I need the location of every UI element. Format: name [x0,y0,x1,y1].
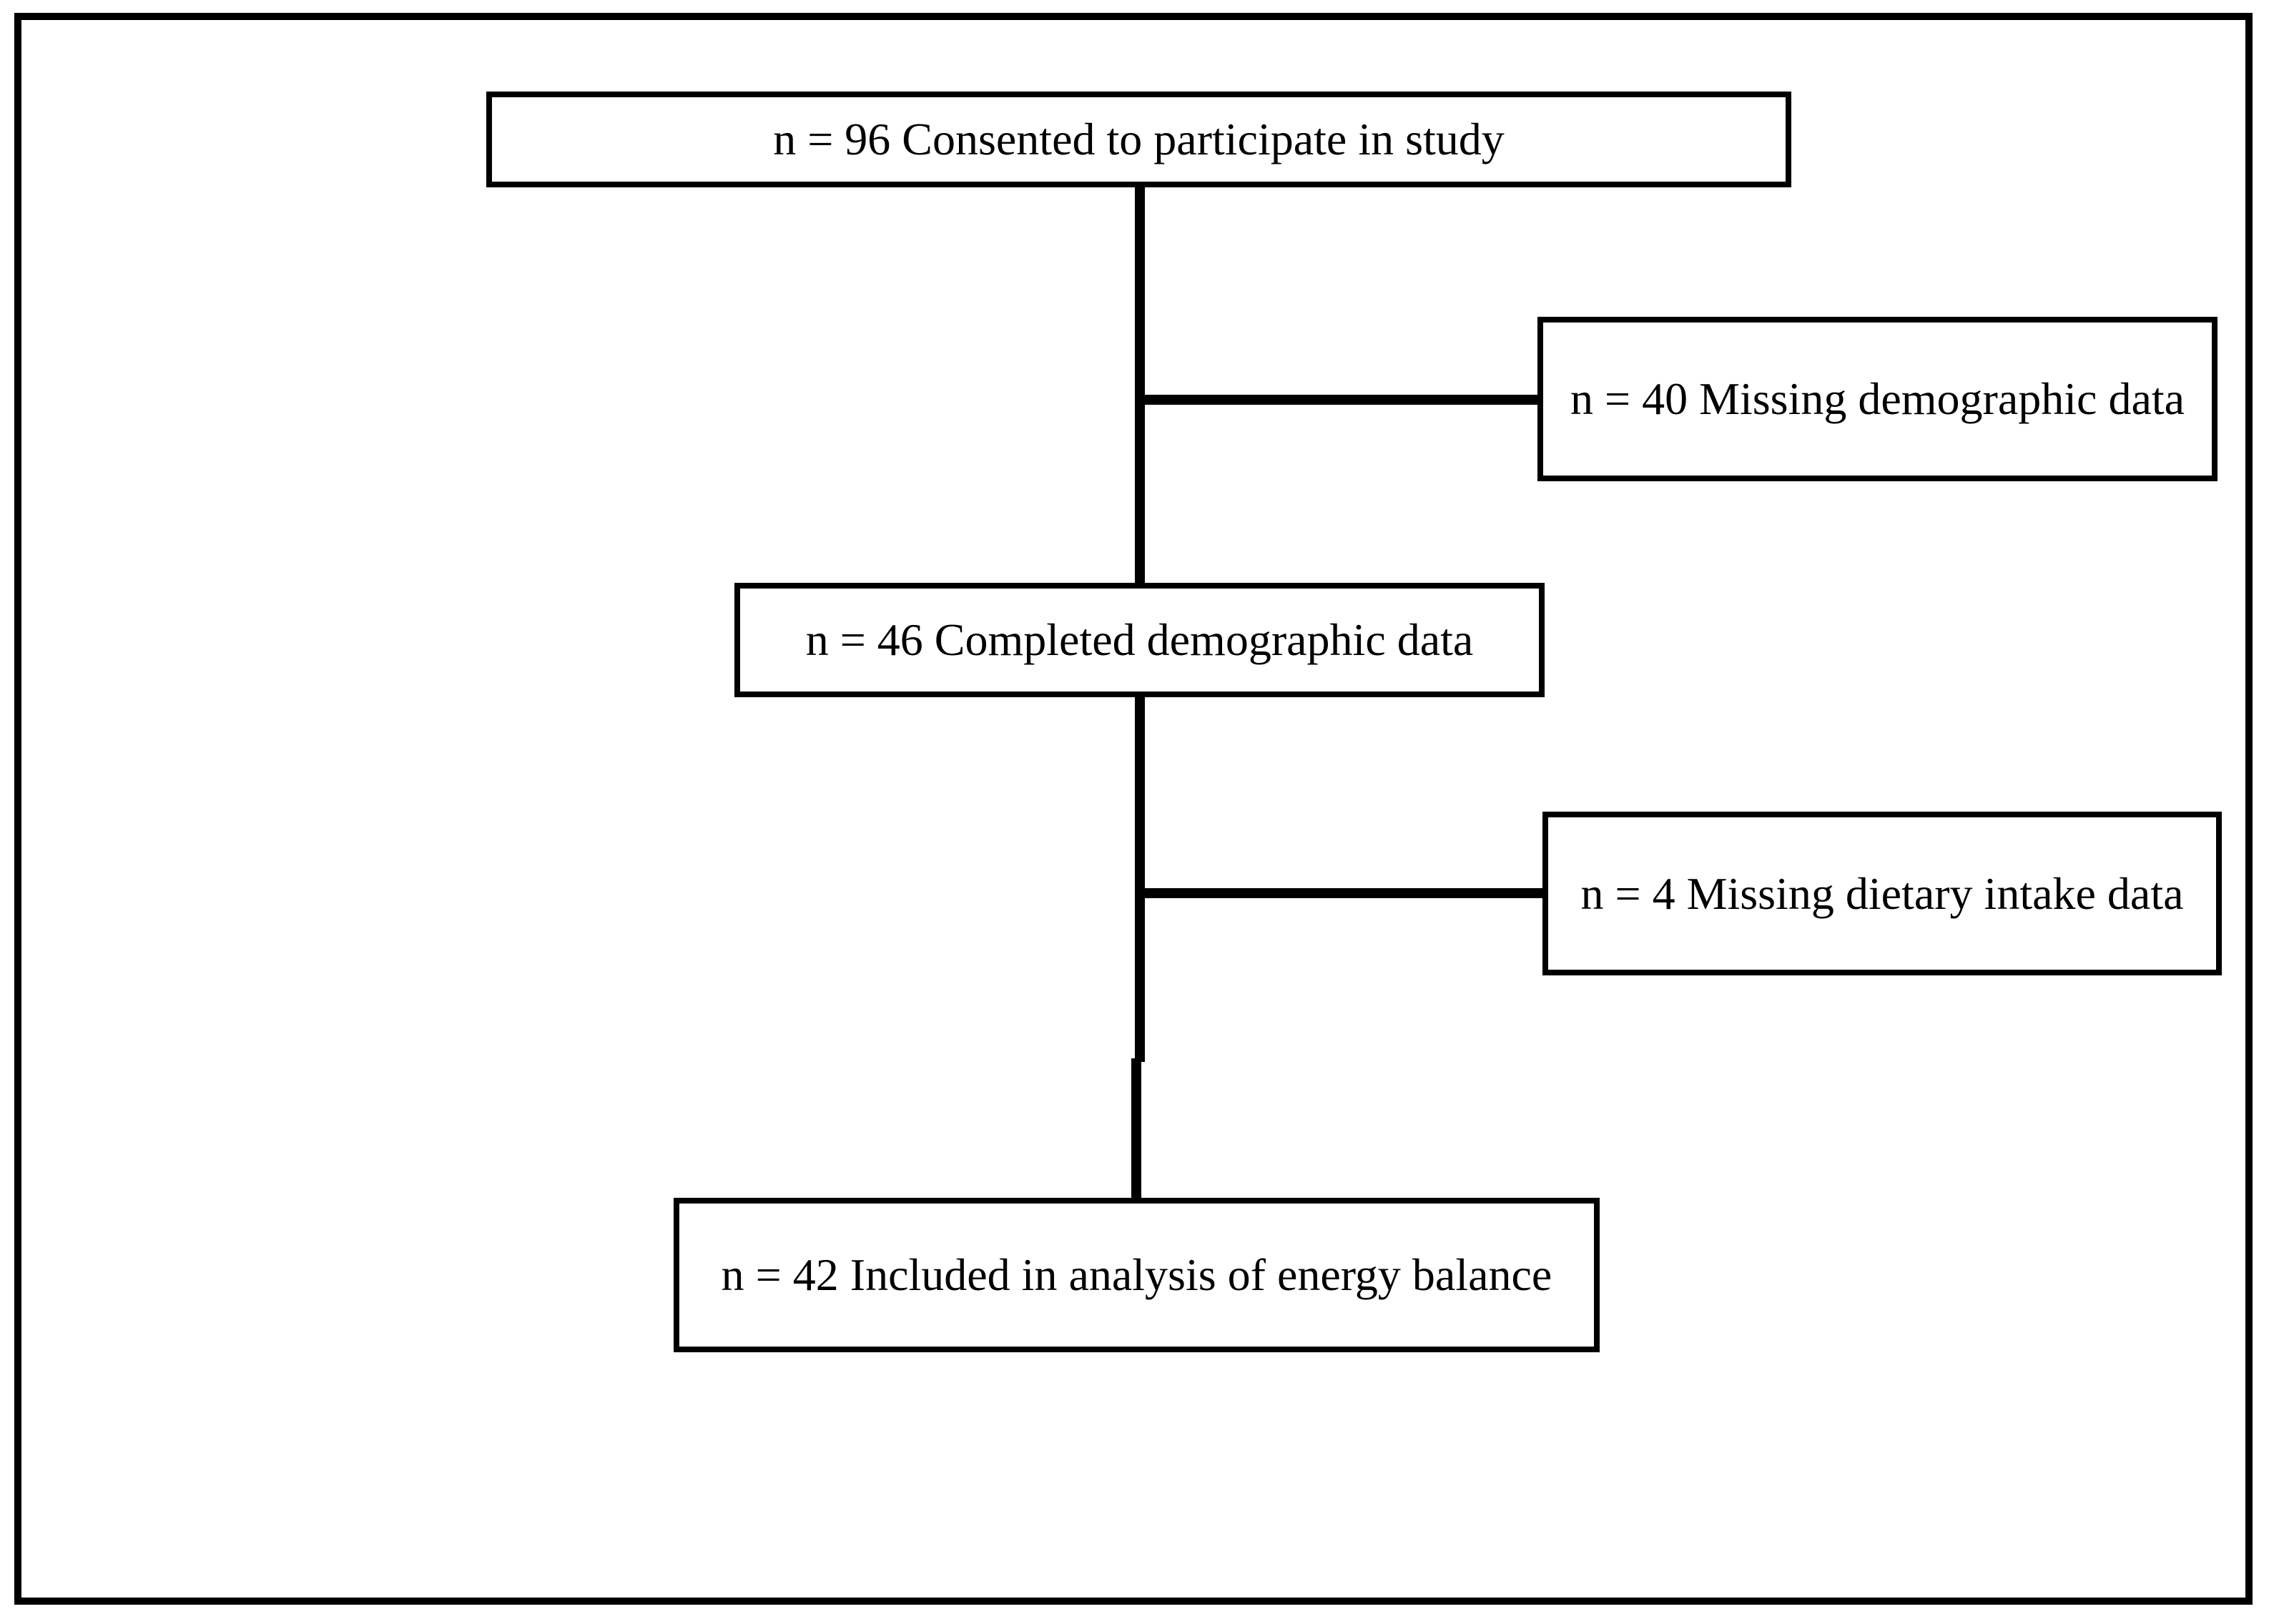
connector-to-missing-dietary [1140,888,1547,898]
connector-to-missing-demographic [1140,395,1542,405]
diagram-frame [14,13,2253,1605]
missing-demographic-text: n = 40 Missing demographic data [1570,373,2185,424]
consented-box: n = 96 Consented to participate in study [486,92,1791,187]
consented-text: n = 96 Consented to participate in study [773,114,1505,164]
completed-demographic-box: n = 46 Completed demographic data [734,583,1545,697]
missing-dietary-text: n = 4 Missing dietary intake data [1580,867,2184,919]
connector-to-included-box [1131,1058,1141,1198]
connector-completed-to-included [1135,697,1145,1062]
missing-dietary-box: n = 4 Missing dietary intake data [1542,812,2222,975]
missing-demographic-box: n = 40 Missing demographic data [1537,317,2218,481]
included-box: n = 42 Included in analysis of energy ba… [674,1198,1600,1352]
connector-consented-to-completed [1135,187,1145,583]
included-text: n = 42 Included in analysis of energy ba… [721,1249,1552,1300]
completed-demographic-text: n = 46 Completed demographic data [805,614,1474,665]
